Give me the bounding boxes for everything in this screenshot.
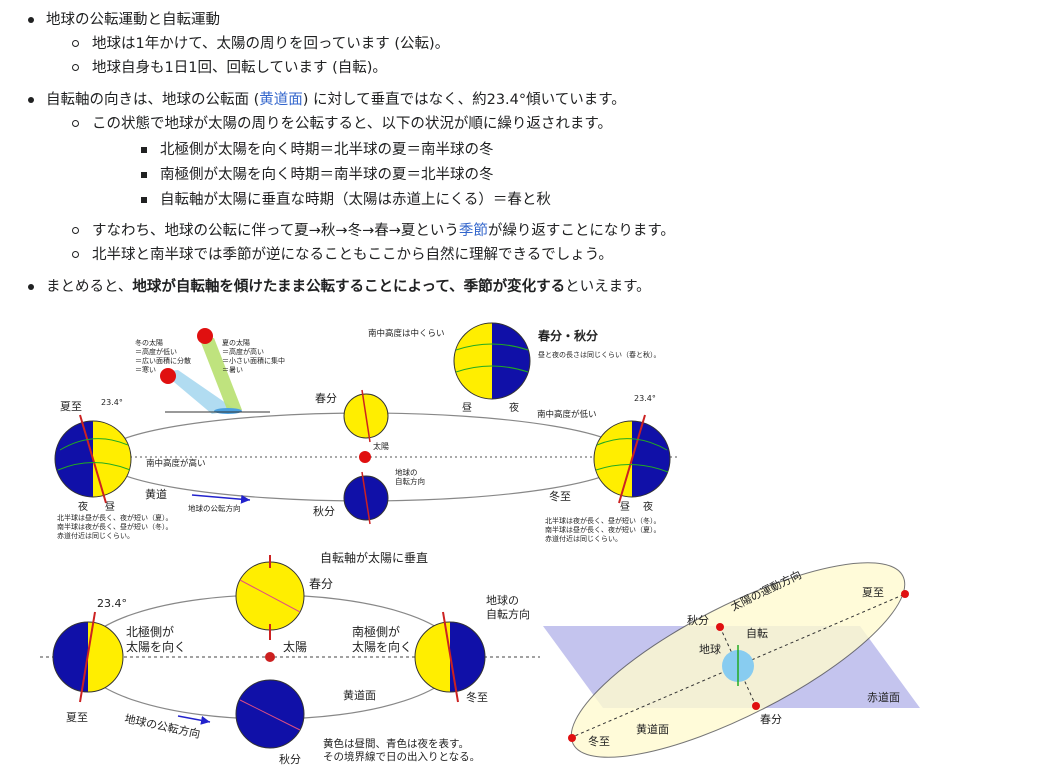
sub-sub-list: 北極側が太陽を向く時期＝北半球の夏＝南半球の冬 南極側が太陽を向く時期＝南半球の… <box>92 138 1057 213</box>
summer-label: 夏至 <box>60 400 82 413</box>
sub-sub-item: 北極側が太陽を向く時期＝北半球の夏＝南半球の冬 <box>92 138 1057 163</box>
autumnal-earth <box>235 679 305 749</box>
noon-high-label: 南中高度が高い <box>146 458 206 469</box>
equinox-note: 昼と夜の長さは同じくらい（春と秋）。 <box>538 350 661 359</box>
summer-note: 北半球は昼が長く、夜が短い（夏）。南半球は夜が長く、昼が短い（冬）。赤道付近は同… <box>57 513 173 540</box>
bullet-text: 自転軸の向きは、地球の公転面 ( <box>46 92 260 108</box>
autumnal-label: 秋分 <box>313 504 335 518</box>
celestial-diagram: 太陽の運動方向 夏至 秋分 自転 地球 赤道面 黄道面 春分 冬至 <box>543 562 920 758</box>
sun-ray-illustration: 冬の太陽＝高度が低い＝広い面積に分散＝寒い 夏の太陽＝高度が高い＝小さい面積に集… <box>135 328 285 414</box>
sub-item-text: すなわち、地球の公転に伴って夏→秋→冬→春→夏という <box>92 223 459 239</box>
night-label: 夜 <box>78 500 88 513</box>
rotation-dir-label: 地球の自転方向 <box>486 593 530 621</box>
rotation-label: 自転 <box>746 627 768 640</box>
sub-item: 地球は1年かけて、太陽の周りを回っています (公転)。 <box>46 32 1057 56</box>
sub-list: 地球は1年かけて、太陽の周りを回っています (公転)。 地球自身も1日1回、回転… <box>46 32 1057 80</box>
sun-label: 太陽 <box>373 441 389 451</box>
ecliptic-label: 黄道面 <box>636 722 669 736</box>
revolution-label: 地球の公転方向 <box>188 503 241 513</box>
earth-label: 地球 <box>699 642 721 656</box>
rotation-dir-label: 地球の自転方向 <box>395 467 425 486</box>
winter-note: 北半球は夜が長く、昼が短い（冬）。南半球は昼が長く、夜が短い（夏）。赤道付近は同… <box>545 516 661 543</box>
noon-low-label: 南中高度が低い <box>537 409 597 420</box>
sun-icon <box>265 652 275 662</box>
vernal-label: 春分 <box>309 577 333 591</box>
bullet-text: 地球の公転運動と自転運動 <box>46 12 220 28</box>
south-toward-label: 南極側が太陽を向く <box>352 624 412 654</box>
orbit-diagram-bottom: 自転軸が太陽に垂直 春分 23.4° 北極側が太陽を向く 夏至 地球の公転方向 … <box>40 550 540 766</box>
north-toward-label: 北極側が太陽を向く <box>126 624 186 654</box>
day-label: 昼 <box>462 402 472 414</box>
angle-label: 23.4° <box>97 597 127 610</box>
caption: 黄色は昼間、青色は夜を表す。その境界線で日の出入りとなる。 <box>323 737 480 763</box>
summer-label: 夏至 <box>66 711 88 724</box>
sub-item: 地球自身も1日1回、回転しています (自転)。 <box>46 56 1057 80</box>
sub-item-text: が繰り返すことになります。 <box>487 223 675 239</box>
winter-label: 冬至 <box>588 734 610 748</box>
season-link[interactable]: 季節 <box>458 223 488 239</box>
night-label: 夜 <box>643 500 653 513</box>
ecliptic-label: 黄道面 <box>343 688 376 702</box>
angle-label: 23.4° <box>634 394 656 403</box>
day-label: 昼 <box>105 501 115 513</box>
autumnal-label: 秋分 <box>279 752 301 766</box>
bullet-item-2: 自転軸の向きは、地球の公転面 (黄道面) に対して垂直ではなく、約23.4°傾い… <box>20 88 1057 267</box>
bullet-text: といえます。 <box>565 279 651 295</box>
equinox-title: 春分・秋分 <box>537 328 598 343</box>
vernal-label: 春分 <box>760 713 782 726</box>
sub-sub-item: 南極側が太陽を向く時期＝南半球の夏＝北半球の冬 <box>92 163 1057 188</box>
ecliptic-link[interactable]: 黄道面 <box>259 92 303 108</box>
angle-label: 23.4° <box>101 398 123 407</box>
sub-item: 北半球と南半球では季節が逆になることもここから自然に理解できるでしょう。 <box>46 243 1057 267</box>
autumnal-label: 秋分 <box>687 613 709 627</box>
equator-plane-label: 赤道面 <box>867 690 900 704</box>
night-label: 夜 <box>509 401 519 414</box>
bullet-text: ) に対して垂直ではなく、約23.4°傾いています。 <box>302 92 626 108</box>
sun-icon <box>359 451 371 463</box>
bullet-item-3: まとめると、地球が自転軸を傾けたまま公転することによって、季節が変化するといえま… <box>20 275 1057 299</box>
sun-label: 太陽 <box>283 639 307 654</box>
summer-label: 夏至 <box>862 586 884 599</box>
article-content: 地球の公転運動と自転運動 地球は1年かけて、太陽の周りを回っています (公転)。… <box>0 0 1057 299</box>
summer-sun-icon <box>197 328 213 344</box>
sub-sub-item: 自転軸が太陽に垂直な時期（太陽は赤道上にくる）＝春と秋 <box>92 188 1057 213</box>
bullet-item-1: 地球の公転運動と自転運動 地球は1年かけて、太陽の周りを回っています (公転)。… <box>20 8 1057 80</box>
noon-mid-label: 南中高度は中くらい <box>368 328 445 339</box>
sub-list: この状態で地球が太陽の周りを公転すると、以下の状況が順に繰り返されます。 北極側… <box>46 112 1057 267</box>
sub-item: この状態で地球が太陽の周りを公転すると、以下の状況が順に繰り返されます。 北極側… <box>46 112 1057 213</box>
vernal-label: 春分 <box>315 392 337 405</box>
bullet-list: 地球の公転運動と自転運動 地球は1年かけて、太陽の周りを回っています (公転)。… <box>20 8 1057 299</box>
ecliptic-label: 黄道 <box>145 487 167 501</box>
winter-label: 冬至 <box>466 690 488 704</box>
winter-sun-label: 冬の太陽＝高度が低い＝広い面積に分散＝寒い <box>135 338 191 374</box>
sub-item: すなわち、地球の公転に伴って夏→秋→冬→春→夏という季節が繰り返すことになります… <box>46 219 1057 243</box>
summer-sun-label: 夏の太陽＝高度が高い＝小さい面積に集中＝暑い <box>222 338 285 374</box>
bold-text: 地球が自転軸を傾けたまま公転することによって、季節が変化する <box>132 279 566 295</box>
winter-sun-icon <box>160 368 176 384</box>
bullet-text: まとめると、 <box>46 279 133 295</box>
day-label: 昼 <box>620 501 630 513</box>
sub-item-text: この状態で地球が太陽の周りを公転すると、以下の状況が順に繰り返されます。 <box>92 116 612 132</box>
orbit-diagram-top: 冬の太陽＝高度が低い＝広い面積に分散＝寒い 夏の太陽＝高度が高い＝小さい面積に集… <box>54 322 680 543</box>
revolution-label: 地球の公転方向 <box>123 711 201 741</box>
winter-label: 冬至 <box>549 489 571 503</box>
perp-label: 自転軸が太陽に垂直 <box>320 550 428 565</box>
